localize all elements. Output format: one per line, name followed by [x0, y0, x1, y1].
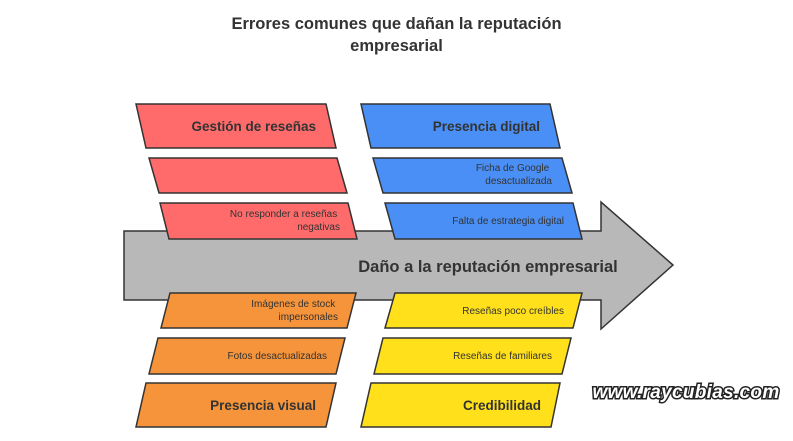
cause-label: Reseñas de familiares [453, 351, 552, 362]
category-presencia-visual: Imágenes de stock impersonales Fotos des… [135, 292, 357, 428]
category-title: Presencia digital [433, 119, 540, 134]
cause-box [159, 202, 358, 240]
category-box [360, 103, 561, 149]
watermark-logo: www.raycubias.com [591, 381, 781, 405]
category-presencia-digital: Presencia digital Ficha de Google desact… [360, 103, 583, 240]
cause-box [384, 202, 583, 240]
cause-line: Falta de estrategia digital [452, 216, 564, 227]
cause-line: negativas [297, 222, 340, 233]
category-credibilidad: Reseñas poco creíbles Reseñas de familia… [360, 292, 583, 428]
cause-box [373, 337, 572, 375]
category-box [360, 382, 561, 428]
cause-line: Ficha de Google [476, 163, 550, 174]
cause-label: Fotos desactualizadas [227, 351, 327, 362]
cause-box [372, 157, 573, 194]
title-line-2: empresarial [350, 37, 443, 55]
cause-box [148, 157, 348, 194]
cause-line: desactualizada [485, 176, 552, 187]
cause-box [160, 292, 357, 329]
cause-line: Imágenes de stock [251, 299, 336, 310]
category-title: Presencia visual [210, 398, 316, 413]
category-box [135, 103, 337, 149]
cause-label: No responder a reseñas negativas [230, 209, 340, 233]
title-line-1: Errores comunes que dañan la reputación [231, 15, 562, 33]
cause-box [148, 337, 346, 375]
cause-line: No responder a reseñas [230, 209, 337, 220]
category-title: Gestión de reseñas [191, 119, 316, 134]
category-gestion-de-resenas: Gestión de reseñas No responder a reseña… [135, 103, 358, 240]
watermark-text: www.raycubias.com [592, 382, 779, 403]
cause-label: Imágenes de stock impersonales [251, 299, 338, 323]
cause-label: Reseñas poco creíbles [462, 306, 564, 317]
diagram-title: Errores comunes que dañan la reputación … [0, 13, 793, 57]
cause-box [384, 292, 583, 329]
cause-line: Reseñas poco creíbles [462, 306, 564, 317]
cause-line: impersonales [279, 312, 338, 323]
spine-label: Daño a la reputación empresarial [358, 258, 618, 276]
category-title: Credibilidad [463, 398, 541, 413]
category-box [135, 382, 337, 428]
cause-label: Falta de estrategia digital [452, 216, 564, 227]
cause-line: Reseñas de familiares [453, 351, 552, 362]
cause-line: Fotos desactualizadas [227, 351, 327, 362]
cause-label: Ficha de Google desactualizada [476, 163, 553, 187]
